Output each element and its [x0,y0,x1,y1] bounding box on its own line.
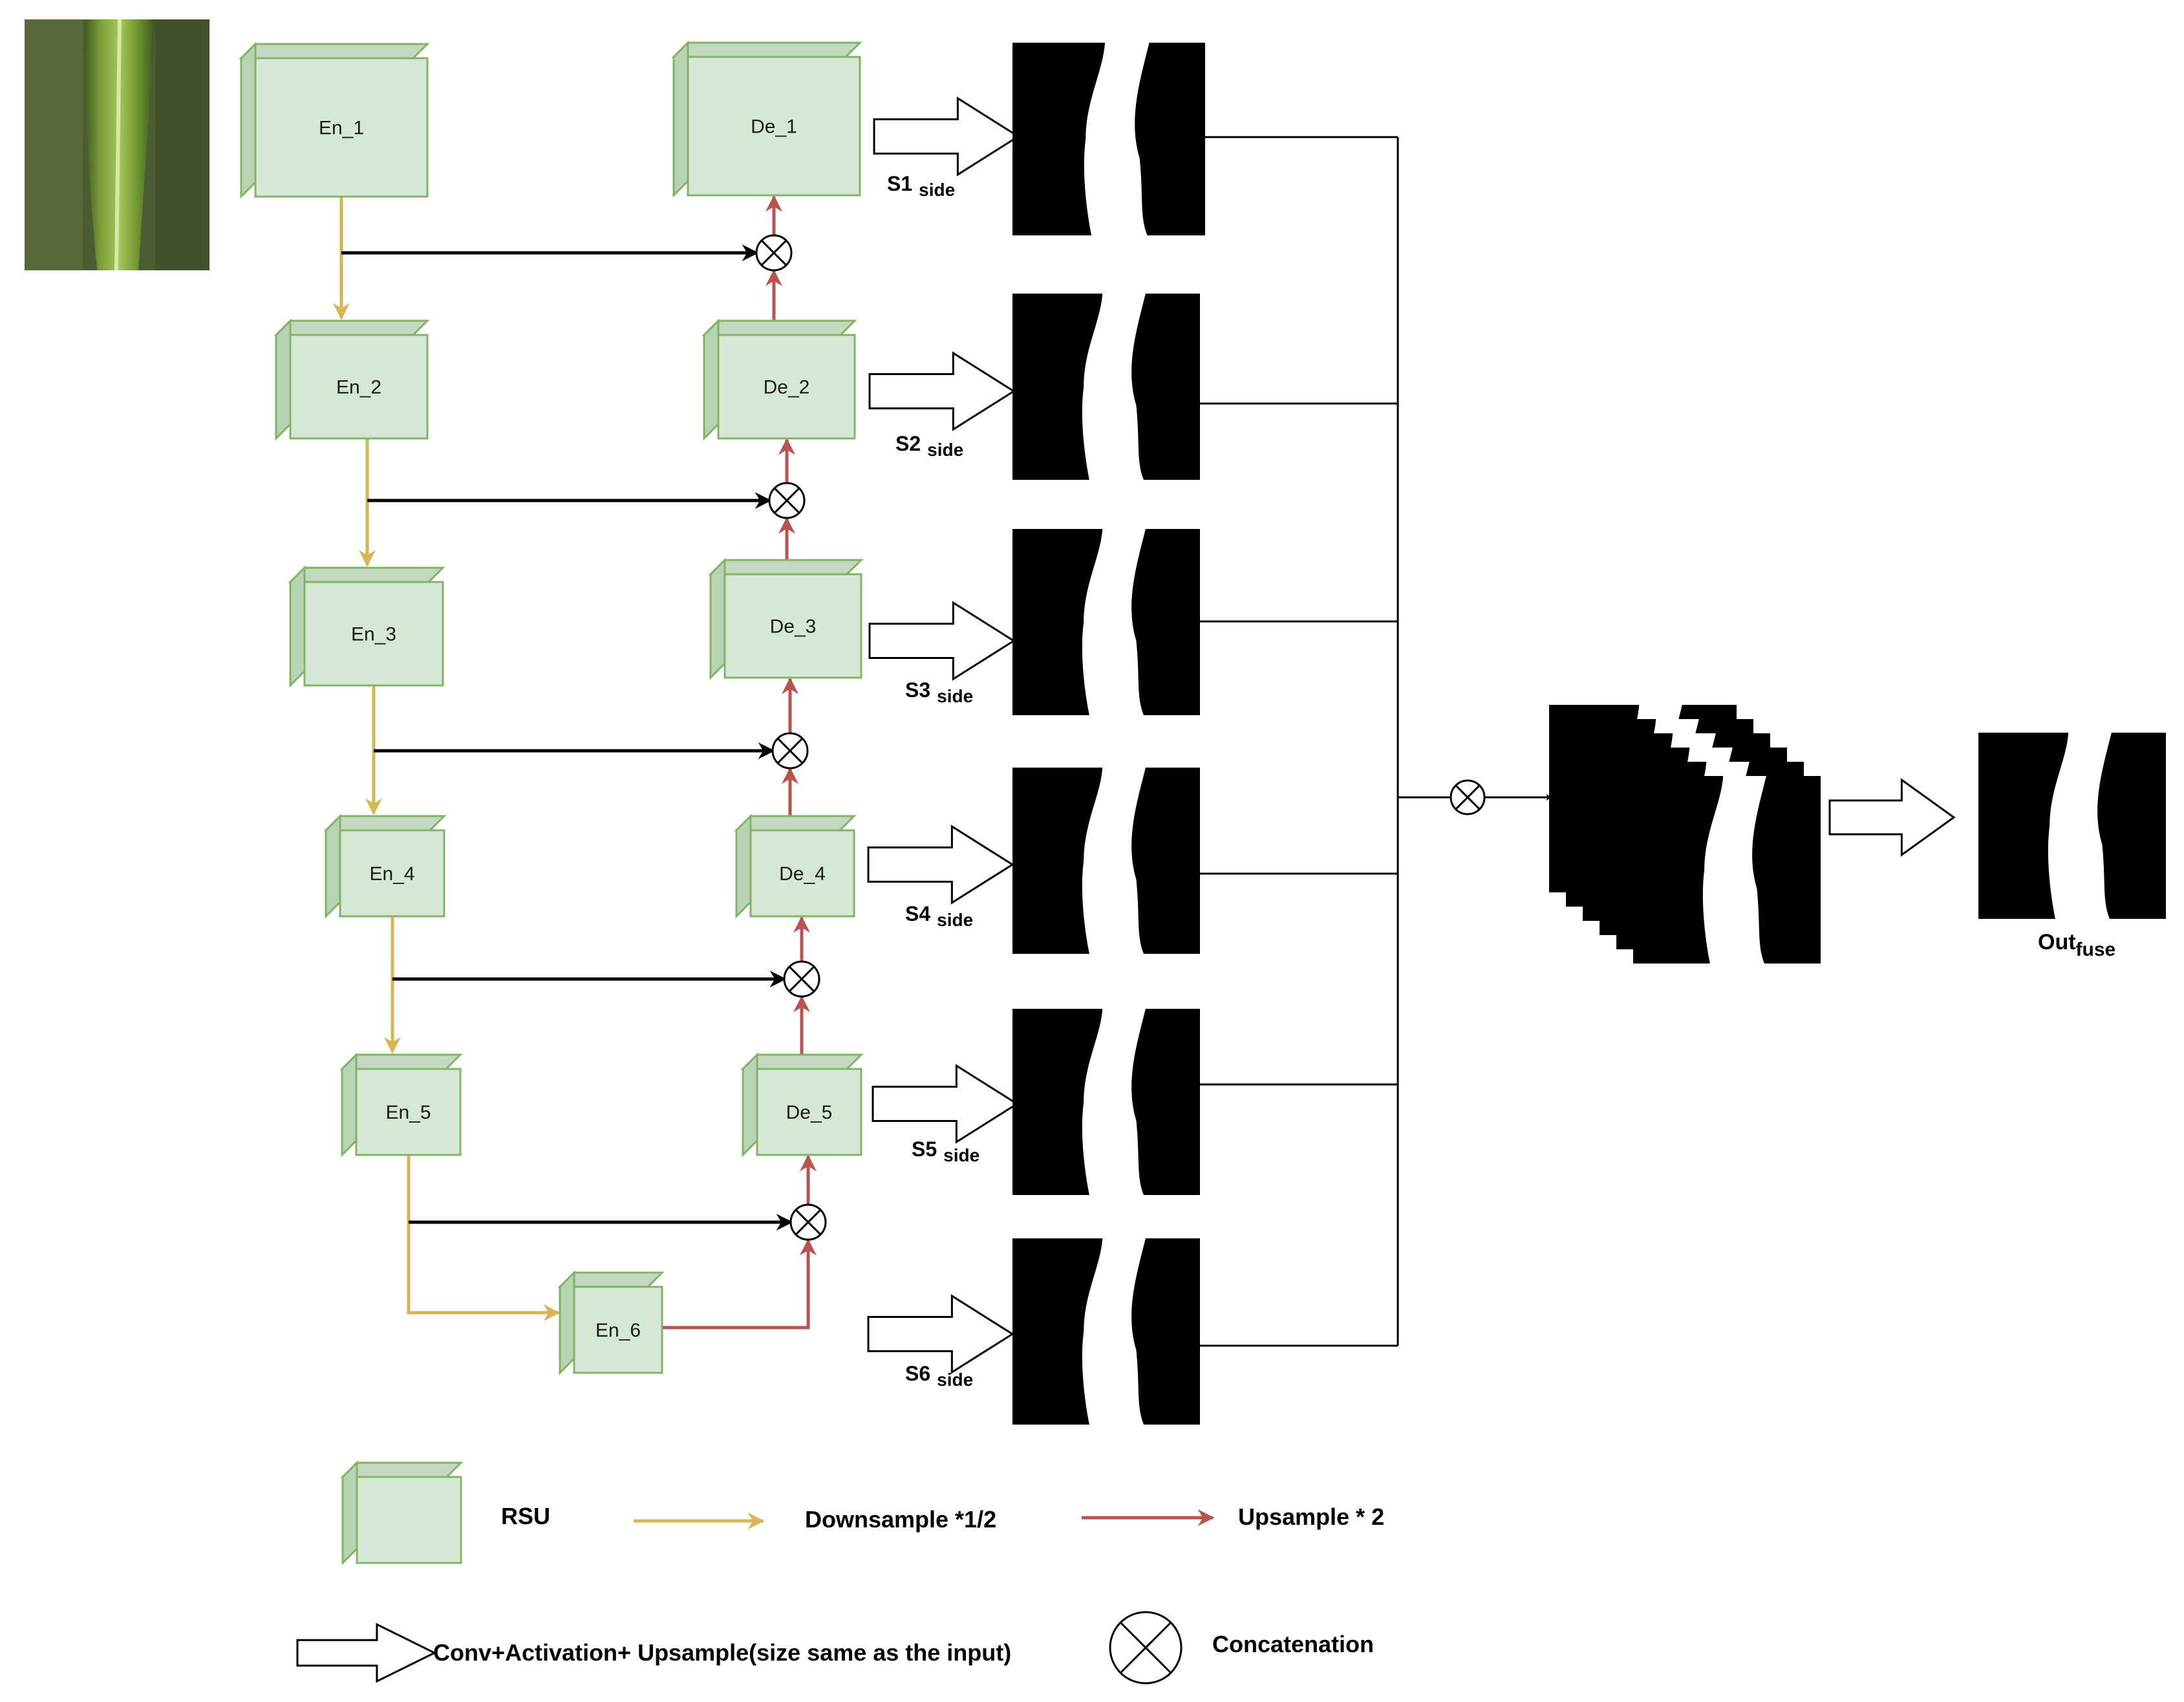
encoder-en-4: En_4 [323,813,447,919]
encoder-en-3-label: En_3 [351,624,396,645]
input-leaf-image [25,19,209,271]
encoder-en-6-label: En_6 [595,1320,641,1341]
encoder-en-2-label: En_2 [336,377,381,398]
legend-concat-symbol [1109,1611,1183,1685]
fused-output-label: Outfuse [2038,930,2115,960]
legend-rsu-label: RSU [501,1503,550,1529]
encoder-en-6: En_6 [557,1270,665,1375]
side-output-name: S6 [905,1362,930,1385]
decoder-de-3: De_3 [708,557,864,680]
fused-output-mask [1978,733,2166,919]
decoder-de-2: De_2 [701,318,857,441]
side-arrow-s5 [872,1064,1019,1144]
decoder-de-1: De_1 [671,40,862,198]
side-output-label-s2: S2 side [895,432,963,460]
side-arrow-s2 [868,351,1016,431]
side-output-mask-s3 [1012,529,1200,715]
decoder-de-2-label: De_2 [764,377,810,398]
decoder-de-4-label: De_4 [779,863,826,885]
side-arrow-s3 [868,601,1016,681]
decoder-de-5-label: De_5 [786,1102,833,1123]
side-output-name: S2 [895,432,921,455]
encoder-en-1-label: En_1 [319,118,364,139]
legend-rsu-cube [340,1460,464,1566]
legend-downsample-label: Downsample *1/2 [805,1506,996,1533]
side-output-sub: side [943,1145,980,1165]
upsample-arrow-from-en-6 [662,1238,817,1330]
decoder-de-5: De_5 [740,1052,864,1158]
fuse-output-arrow [1828,778,1956,857]
side-output-sub: side [919,180,955,200]
decoder-de-1-label: De_1 [751,116,797,138]
side-output-name: S5 [912,1137,937,1161]
concat-node-5 [789,1203,827,1241]
encoder-en-2: En_2 [273,318,430,441]
concat-node-4 [783,960,820,998]
concat-node-2 [768,482,806,519]
decoder-de-4: De_4 [734,813,857,919]
side-output-mask-s1 [1012,43,1205,235]
encoder-en-3: En_3 [288,565,445,688]
side-output-name: S4 [905,902,930,925]
concat-node-1 [755,234,793,272]
downsample-arrow-5 [407,1155,561,1321]
side-output-label-s5: S5 side [912,1137,980,1165]
encoder-en-5-label: En_5 [385,1102,431,1123]
side-arrow-s4 [867,824,1014,905]
decoder-de-3-label: De_3 [770,616,817,638]
side-arrow-s6 [867,1294,1014,1374]
legend-conv-arrow [296,1622,437,1683]
legend-concat-label: Concatenation [1212,1631,1374,1657]
side-output-sub: side [937,1370,973,1390]
encoder-en-1: En_1 [239,41,430,199]
concat-node-3 [771,732,809,770]
side-output-mask-s4 [1012,768,1200,954]
side-output-sub: side [937,686,973,706]
legend-conv-label: Conv+Activation+ Upsample(size same as t… [433,1639,1011,1666]
fused-output-name: Out [2038,930,2076,954]
stacked-side-masks [1549,705,1821,964]
fused-output-sub: fuse [2076,939,2116,960]
side-output-mask-s6 [1012,1238,1200,1425]
side-arrow-s1 [873,96,1020,177]
side-output-name: S3 [905,678,930,702]
side-output-label-s4: S4 side [905,902,973,930]
side-output-sub: side [937,910,973,930]
side-output-mask-s2 [1012,294,1200,480]
side-output-sub: side [927,440,963,460]
side-output-label-s6: S6 side [905,1362,973,1390]
side-output-label-s1: S1 side [887,172,955,200]
side-output-name: S1 [887,172,912,195]
stacked-mask-6 [1633,776,1821,964]
encoder-en-5: En_5 [339,1052,463,1158]
side-output-mask-s5 [1012,1009,1200,1195]
side-output-label-s3: S3 side [905,678,973,706]
fusion-concat-node [1450,779,1486,815]
legend-upsample-label: Upsample * 2 [1238,1503,1384,1530]
encoder-en-4-label: En_4 [369,863,414,885]
